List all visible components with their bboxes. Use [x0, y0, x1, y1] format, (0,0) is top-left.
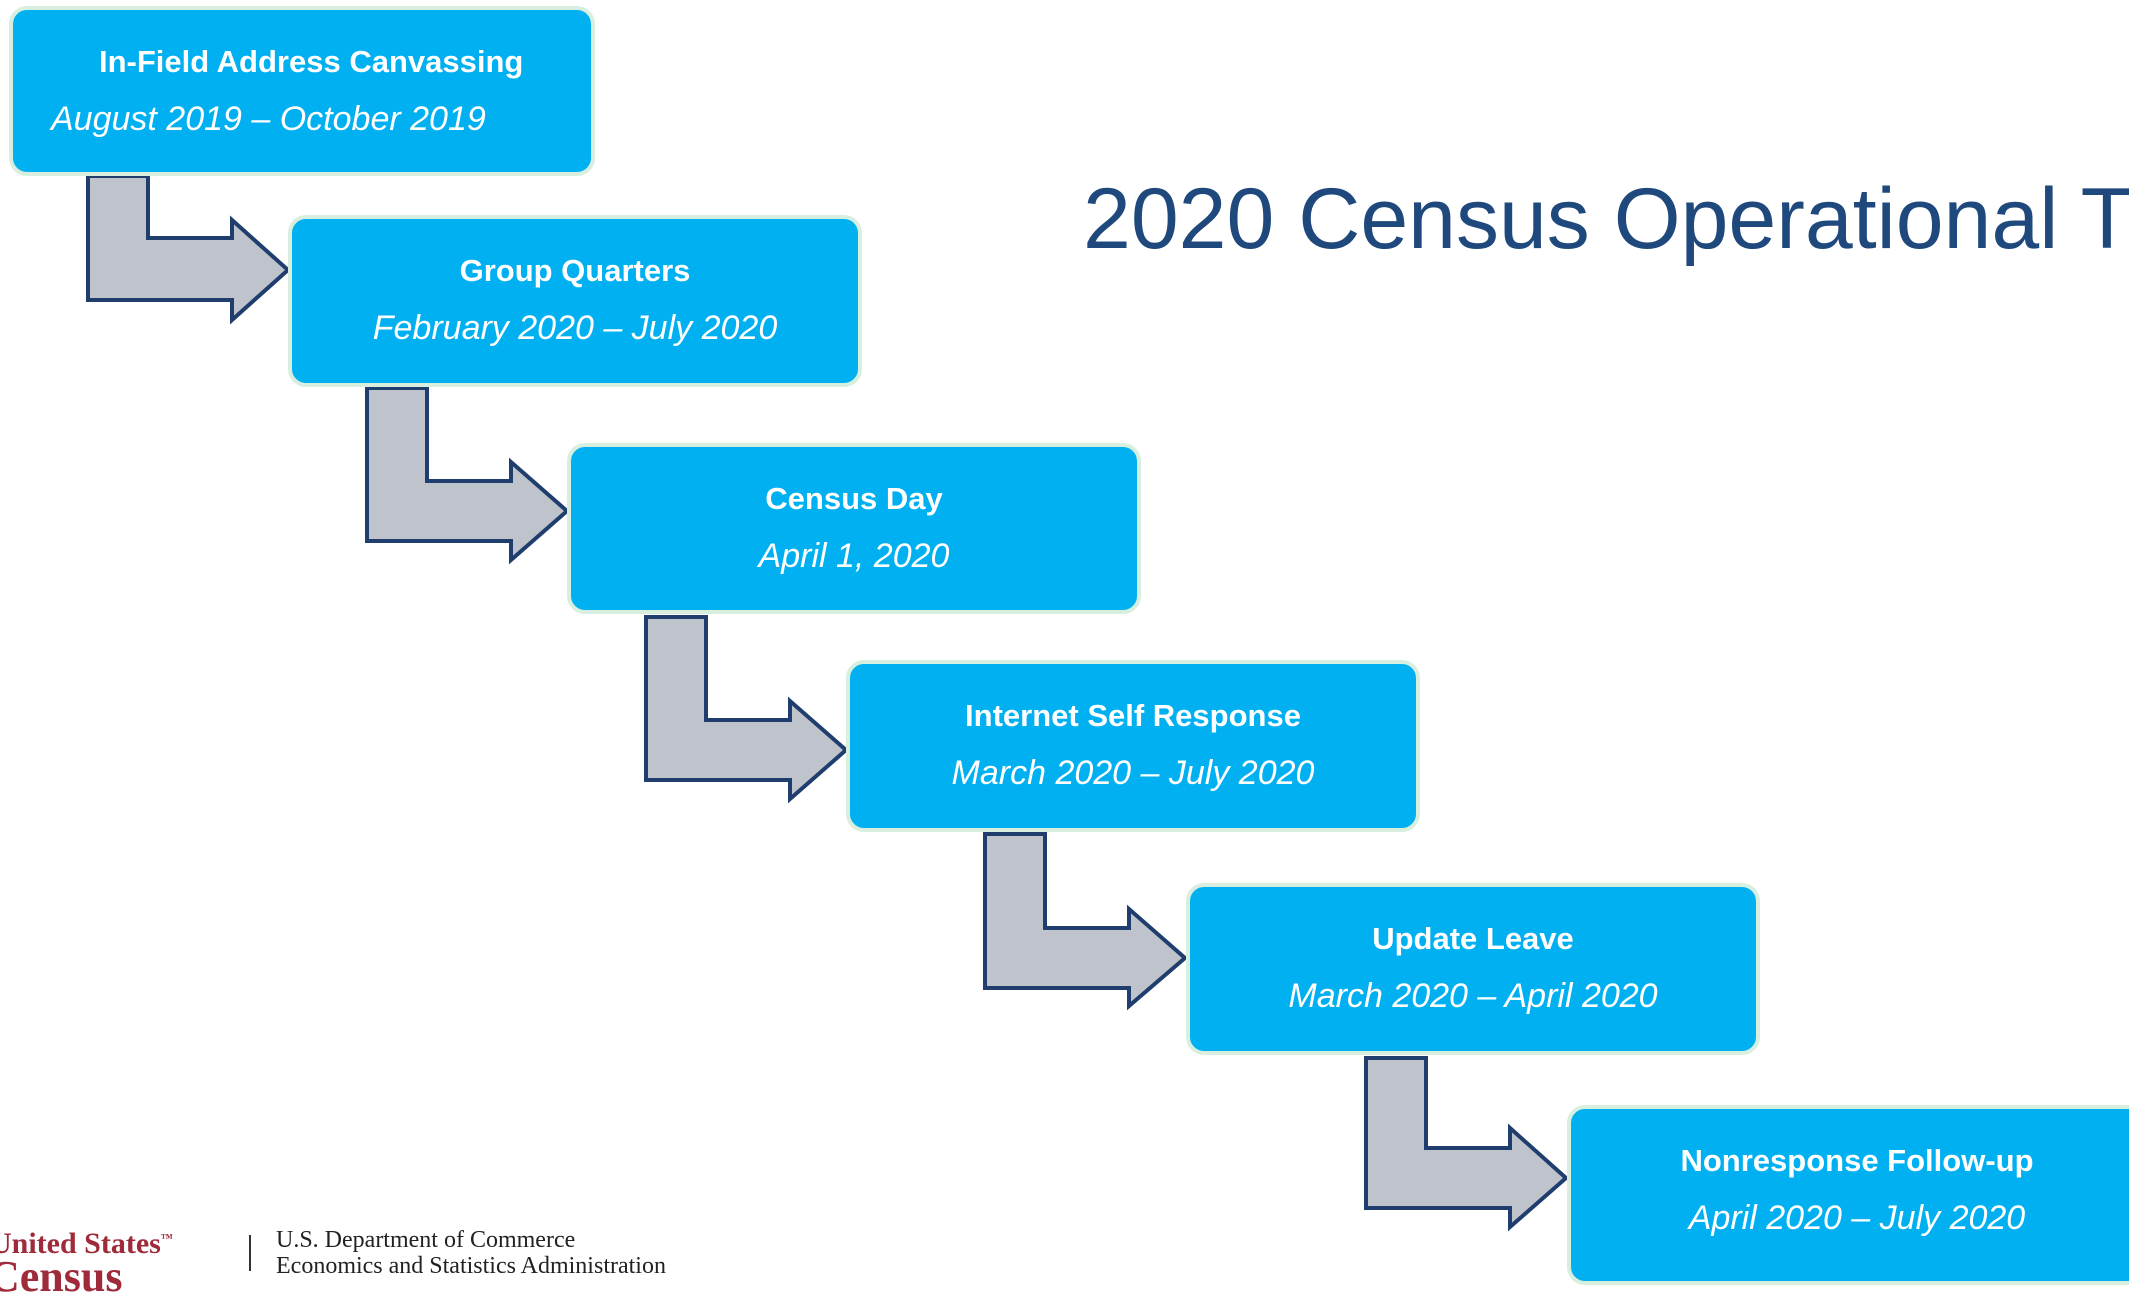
department-label: U.S. Department of Commerce Economics an… [276, 1227, 666, 1279]
step-box-census-day: Census Day April 1, 2020 [567, 443, 1141, 614]
census-logo-text: United States™ [0, 1227, 173, 1261]
step-dates: March 2020 – April 2020 [1288, 977, 1658, 1015]
footer-divider [249, 1235, 251, 1271]
step-dates: April 2020 – July 2020 [1688, 1199, 2026, 1237]
step-name: Nonresponse Follow-up [1680, 1143, 2034, 1178]
step-box-address-canvassing: In-Field Address Canvassing August 2019 … [9, 6, 595, 176]
step-dates: February 2020 – July 2020 [372, 309, 778, 347]
administration-name: Economics and Statistics Administration [276, 1253, 666, 1279]
logo-trademark: ™ [160, 1231, 173, 1245]
census-logo-wordmark: Census [0, 1252, 123, 1301]
logo-line-1: United States [0, 1227, 161, 1260]
connector-arrow-3 [644, 615, 850, 804]
step-box-group-quarters: Group Quarters February 2020 – July 2020 [288, 215, 862, 387]
step-box-internet-self-response: Internet Self Response March 2020 – July… [846, 660, 1420, 832]
connector-arrows [86, 174, 1570, 1232]
page-title: 2020 Census Operational T [1083, 171, 2129, 267]
connector-arrow-4 [983, 832, 1189, 1011]
connector-arrow-5 [1364, 1056, 1570, 1232]
connector-arrow-1 [86, 174, 292, 325]
connector-arrow-2 [365, 386, 571, 565]
step-box-update-leave: Update Leave March 2020 – April 2020 [1186, 883, 1760, 1055]
step-name: In-Field Address Canvassing [99, 44, 524, 79]
department-name: U.S. Department of Commerce [276, 1227, 576, 1253]
step-name: Group Quarters [459, 253, 691, 288]
step-dates: March 2020 – July 2020 [951, 754, 1315, 792]
footer: United States™ Census U.S. Department of… [0, 1225, 700, 1299]
step-name: Census Day [765, 481, 943, 516]
step-dates: April 1, 2020 [758, 537, 950, 575]
step-name: Internet Self Response [965, 698, 1301, 733]
step-name: Update Leave [1372, 921, 1574, 956]
step-box-nonresponse-followup: Nonresponse Follow-up April 2020 – July … [1567, 1105, 2129, 1285]
step-dates: August 2019 – October 2019 [51, 100, 486, 138]
